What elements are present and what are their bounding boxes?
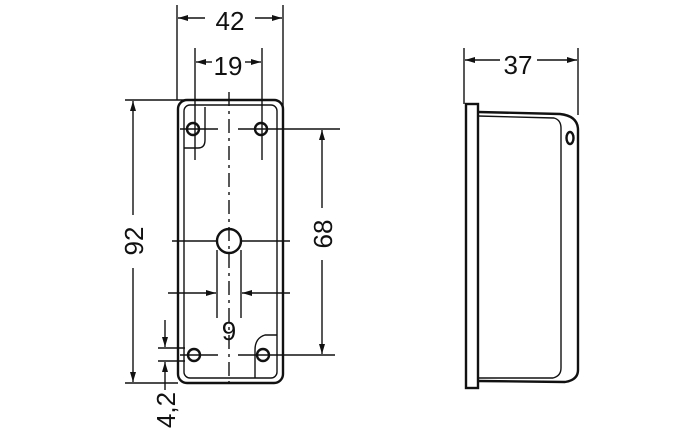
corner-boss xyxy=(184,107,206,149)
dim-42: 42 xyxy=(216,6,245,36)
corner-boss xyxy=(254,334,277,378)
side-view: 37 xyxy=(463,48,580,390)
flange xyxy=(464,102,480,390)
dim-68: 68 xyxy=(308,220,338,249)
dim-92: 92 xyxy=(119,227,149,256)
body-outline xyxy=(477,110,580,384)
dim-9: 9 xyxy=(222,316,236,346)
dim-19: 19 xyxy=(214,51,243,81)
dim-37: 37 xyxy=(504,50,533,80)
body-inner-outline xyxy=(477,115,562,379)
side-hole xyxy=(565,130,575,146)
front-view: 42 19 92 68 9 4,2 xyxy=(119,5,340,428)
dim-4-2: 4,2 xyxy=(151,392,181,428)
